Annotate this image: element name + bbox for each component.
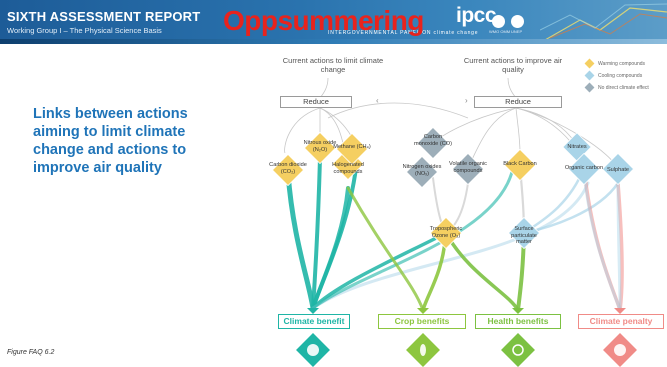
chevron-left-icon: ‹ <box>376 96 379 105</box>
figure-caption: Figure FAQ 6.2 <box>7 349 55 356</box>
node-pm-diamond <box>507 216 541 250</box>
node-sulphate-diamond <box>601 152 635 186</box>
report-header: SIXTH ASSESSMENT REPORT Working Group I … <box>0 0 667 44</box>
legend-cooling-swatch <box>584 70 595 81</box>
wmo-logo-icon <box>492 15 505 28</box>
health-benefits-icon <box>501 333 535 367</box>
legend-warming-swatch <box>584 58 595 69</box>
legend-warming-label: Warming compounds <box>598 60 646 67</box>
legend-neutral: No direct climate effect <box>584 82 649 93</box>
node-carbon-dioxide-diamond <box>271 153 305 187</box>
report-title: SIXTH ASSESSMENT REPORT <box>7 9 201 24</box>
reduce-box-right: Reduce <box>474 96 562 108</box>
node-ozone-diamond <box>429 216 463 250</box>
overlay-title: Oppsummering <box>223 5 424 36</box>
header-art <box>540 3 667 41</box>
unep-logo-icon <box>511 15 524 28</box>
node-nitrous-oxide-diamond <box>303 131 337 165</box>
node-carbon-monoxide-diamond <box>416 126 450 160</box>
node-pm: Surface particulate matter <box>511 226 537 246</box>
diagram-flows <box>271 77 637 367</box>
legend-warming: Warming compounds <box>584 58 646 69</box>
outcome-health-benefits: Health benefits <box>475 314 561 329</box>
legend-cooling-label: Cooling compounds <box>598 72 643 79</box>
header-stripe <box>0 39 667 44</box>
label-air-quality-actions: Current actions to improve air quality <box>463 56 563 74</box>
node-nitrogen-oxides-diamond <box>405 155 439 189</box>
node-organic-carbon-diamond <box>567 152 601 186</box>
outcome-climate-benefit: Climate benefit <box>278 314 350 329</box>
node-carbon-dioxide: Carbon dioxide (CO₂) <box>269 162 307 175</box>
ipcc-logo: ipcc <box>456 4 497 27</box>
node-black-carbon: Black Carbon <box>503 161 537 167</box>
slide-heading: Links between actions aiming to limit cl… <box>33 106 188 176</box>
reduce-box-left: Reduce <box>280 96 352 108</box>
node-halogenated: Halogenated compounds <box>332 162 364 175</box>
node-vocs: Volatile organic compounds <box>449 161 487 174</box>
outcome-climate-penalty: Climate penalty <box>578 314 664 329</box>
legend-neutral-swatch <box>584 82 595 93</box>
label-climate-actions: Current actions to limit climate change <box>282 56 384 74</box>
node-methane-diamond <box>335 132 369 166</box>
node-nitrogen-oxides: Nitrogen oxides (NOₓ) <box>402 164 442 177</box>
chevron-right-icon: › <box>465 96 468 105</box>
unep-caption: UNEP <box>511 29 523 34</box>
node-organic-carbon: Organic carbon <box>564 165 604 171</box>
legend-neutral-label: No direct climate effect <box>598 84 649 91</box>
wmo-caption: WMO OMM <box>489 29 511 34</box>
outcome-crop-benefits: Crop benefits <box>378 314 466 329</box>
node-black-carbon-diamond <box>503 148 537 182</box>
node-carbon-monoxide: Carbon monoxide (CO) <box>414 134 452 147</box>
faq-diagram: Current actions to limit climate change … <box>268 56 667 367</box>
node-nitrates: Nitrates <box>567 144 587 150</box>
node-nitrous-oxide: Nitrous oxide (N₂O) <box>303 140 337 153</box>
node-ozone: Tropospheric Ozone (O₃) <box>429 226 463 239</box>
legend-cooling: Cooling compounds <box>584 70 643 81</box>
node-methane: Methane (CH₄) <box>333 144 371 150</box>
node-sulphate: Sulphate <box>606 167 630 173</box>
node-vocs-diamond <box>451 152 485 186</box>
ipcc-full-name: INTERGOVERNMENTAL PANEL ON climate chang… <box>328 30 479 36</box>
report-subtitle: Working Group I – The Physical Science B… <box>7 26 162 35</box>
